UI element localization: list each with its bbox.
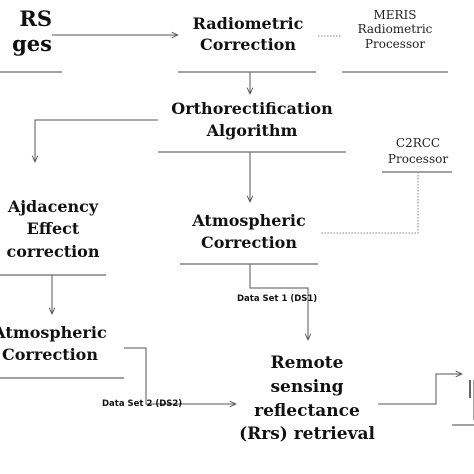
atmos-center-line-1: Atmospheric [192, 211, 306, 230]
rs-images-line-1: RS [19, 6, 52, 31]
rs-images-node: RS ges [0, 6, 52, 56]
ds2-label: Data Set 2 (DS2) [102, 399, 183, 409]
arrow-rrs-to-next [378, 374, 462, 405]
ortho-line-2: Algorithm [206, 120, 298, 140]
ortho-line-1: Orthorectification [171, 99, 333, 118]
rrs-line-3: reflectance [254, 400, 360, 421]
radiometric-line-2: Correction [200, 34, 296, 54]
adjacency-correction-node: Ajdacency Effect correction [0, 196, 106, 263]
ds1-label: Data Set 1 (DS1) [237, 294, 318, 304]
c2rcc-processor-node: C2RCC Processor [378, 136, 458, 167]
atmospheric-correction-center-node: Atmospheric Correction [180, 210, 318, 255]
adjacency-line-2: Effect [26, 219, 80, 239]
atmos-left-line-2: Correction [2, 345, 98, 365]
atmos-center-line-2: Correction [201, 233, 297, 253]
arrow-atmos-left-to-rrs [124, 347, 236, 404]
c2rcc-link [320, 172, 419, 234]
radiometric-correction-node: Radiometric Correction [178, 14, 318, 56]
atmos-left-line-1: Atmospheric [0, 323, 107, 342]
meris-line-1: MERIS [373, 8, 417, 22]
meris-processor-node: MERIS Radiometric Processor [340, 8, 450, 51]
meris-line-2: Radiometric [357, 22, 433, 37]
meris-line-3: Processor [364, 36, 426, 51]
rrs-line-2: sensing [270, 376, 344, 397]
adjacency-line-1: Ajdacency [7, 197, 99, 216]
rs-images-line-2: ges [12, 31, 52, 57]
orthorectification-node: Orthorectification Algorithm [152, 98, 352, 141]
radiometric-line-1: Radiometric [192, 14, 304, 33]
atmospheric-correction-left-node: Atmospheric Correction [0, 322, 120, 367]
c2rcc-line-2: Processor [387, 151, 449, 166]
adjacency-line-3: correction [6, 241, 100, 261]
rrs-retrieval-node: Remote sensing reflectance (Rrs) retriev… [232, 352, 382, 447]
arrow-atmos-to-rrs [249, 264, 308, 340]
rrs-line-1: Remote [270, 353, 344, 373]
rrs-line-4: (Rrs) retrieval [239, 424, 375, 445]
c2rcc-line-1: C2RCC [395, 136, 441, 150]
arrow-ortho-to-adjacency [35, 119, 158, 162]
